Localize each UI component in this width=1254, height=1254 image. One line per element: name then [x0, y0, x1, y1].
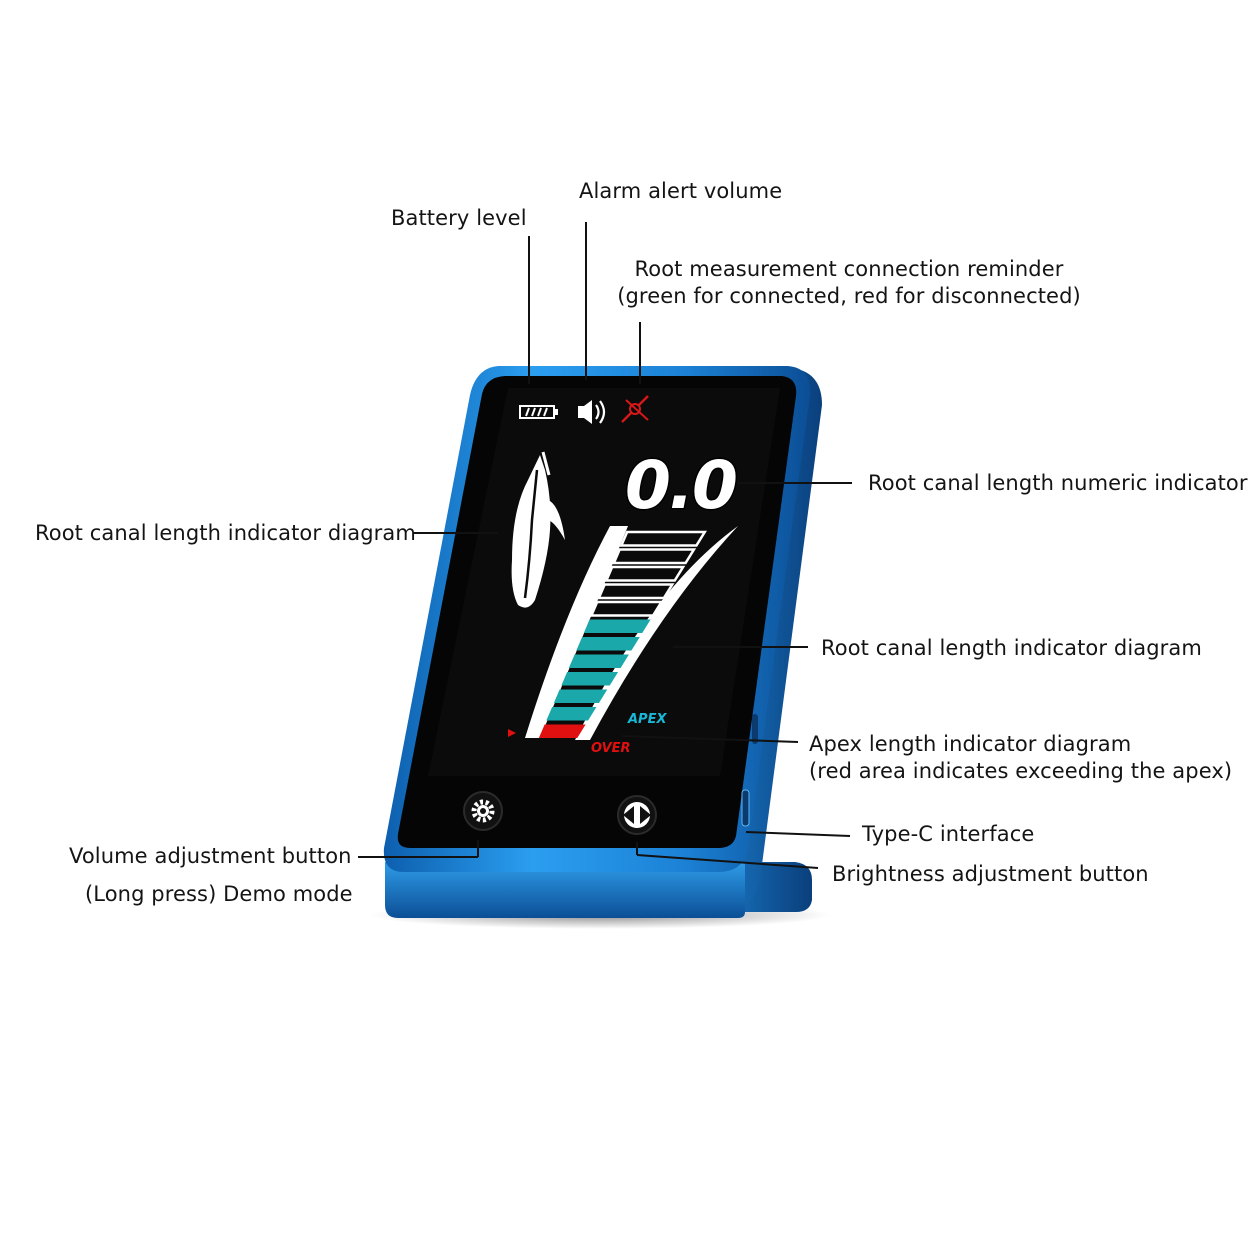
apex-diagram-line2: (red area indicates exceeding the apex) [809, 759, 1233, 783]
teal-segment [583, 619, 651, 633]
teal-segment [568, 654, 629, 668]
demo-mode-label: (Long press) Demo mode [85, 882, 353, 906]
teal-segment [561, 672, 619, 686]
white-segment [619, 530, 708, 547]
apex-pointer [508, 729, 516, 737]
brightness-button-label: Brightness adjustment button [832, 862, 1149, 886]
right-curve [575, 526, 738, 740]
volume-adjust-button[interactable] [463, 791, 503, 831]
reading-value: 0.0 [625, 447, 736, 524]
apex-diagram-line1: Apex length indicator diagram [809, 732, 1132, 756]
battery-level-label: Battery level [391, 206, 527, 230]
alarm-volume-label: Alarm alert volume [579, 179, 783, 203]
teal-segment [576, 637, 640, 651]
connection-reminder-label: Root measurement connection reminder (gr… [606, 256, 1092, 310]
teal-segment [546, 707, 597, 721]
apex-label: APEX [627, 712, 667, 727]
over-segment [538, 724, 586, 738]
apex-diagram-label: Apex length indicator diagram (red area … [809, 731, 1232, 785]
left-curve [525, 526, 628, 738]
white-segment [604, 565, 686, 582]
left-right-arrows-icon [623, 802, 651, 828]
connection-reminder-line1: Root measurement connection reminder [634, 257, 1064, 281]
volume-button-label: Volume adjustment button [69, 844, 352, 868]
white-segment [611, 548, 697, 565]
disconnected-plug-icon [621, 395, 649, 423]
numeric-indicator-label: Root canal length numeric indicator [868, 471, 1248, 495]
over-label: OVER [591, 741, 631, 756]
leader-lines [358, 222, 852, 869]
white-segment [596, 583, 675, 600]
connection-reminder-line2: (green for connected, red for disconnect… [617, 284, 1081, 308]
brightness-adjust-button[interactable] [617, 795, 657, 835]
speaker-icon [578, 400, 606, 424]
teal-segment [553, 689, 608, 703]
device-base [385, 862, 745, 918]
type-c-port[interactable] [741, 789, 750, 827]
white-segment [589, 600, 664, 617]
right-diagram-label: Root canal length indicator diagram [821, 636, 1202, 660]
left-diagram-label: Root canal length indicator diagram [35, 521, 416, 545]
battery-icon [519, 405, 558, 419]
type-c-label: Type-C interface [862, 822, 1035, 846]
settings-gear-icon [471, 799, 495, 823]
tooth-icon [511, 451, 565, 608]
length-bar-stack [538, 530, 708, 738]
side-port-upper [752, 714, 758, 744]
